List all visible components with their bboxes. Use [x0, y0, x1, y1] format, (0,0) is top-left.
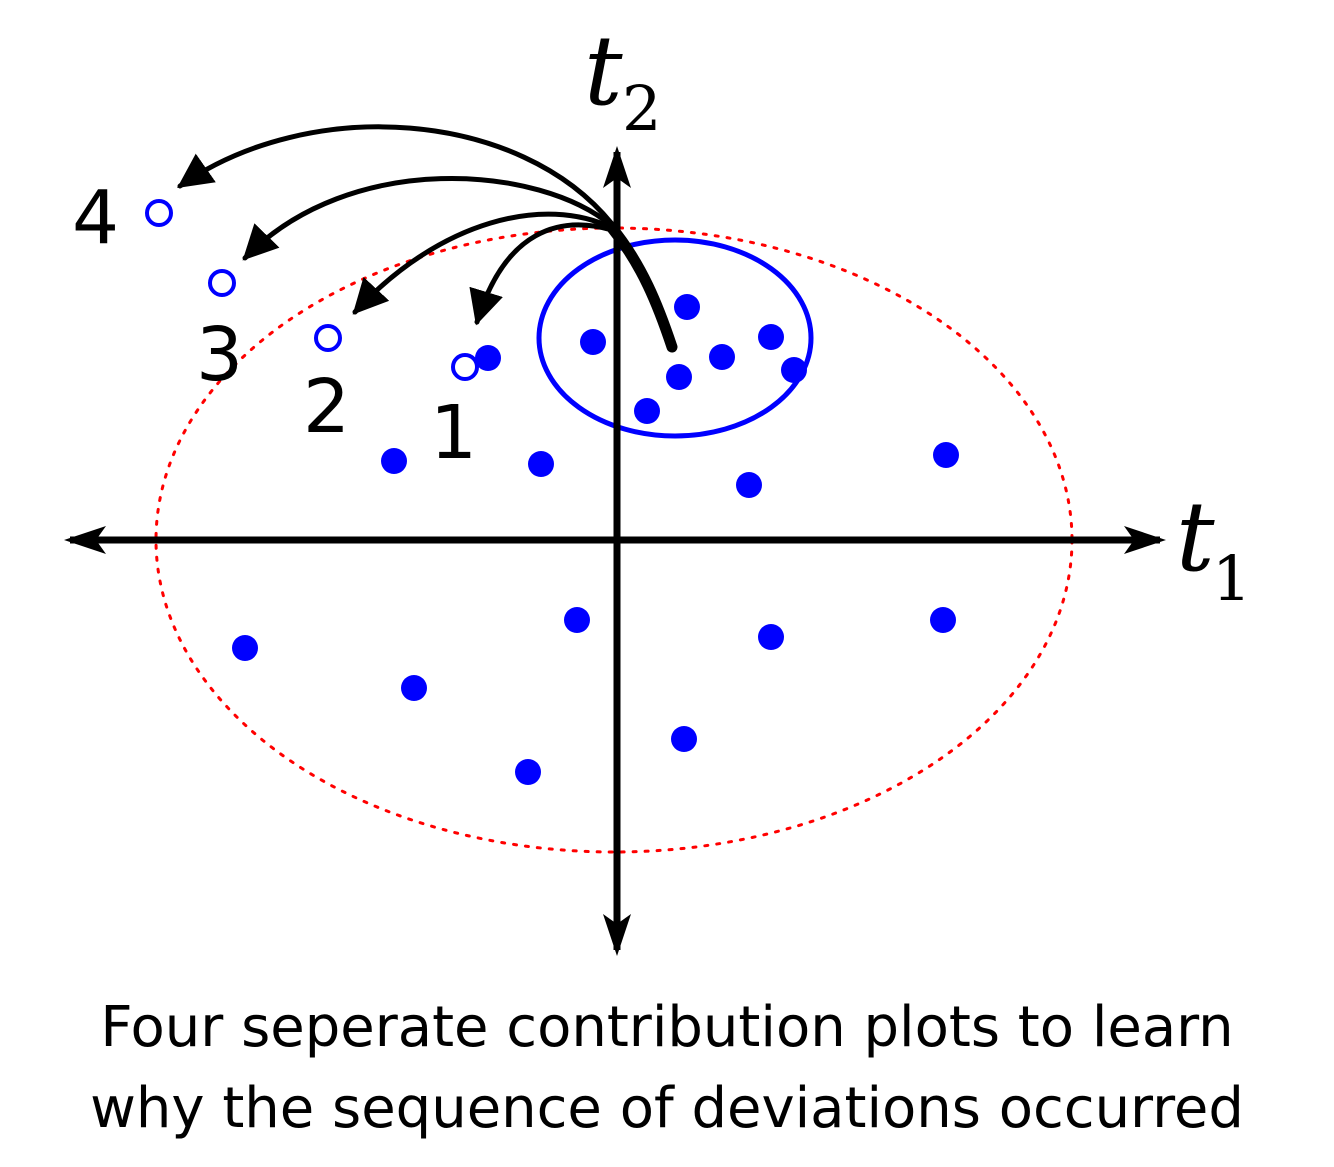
observation-point [674, 294, 700, 320]
sequence-label-2: 2 [303, 364, 350, 450]
caption-line-1: Four seperate contribution plots to lear… [100, 995, 1234, 1060]
arrow-to-1 [469, 222, 615, 326]
deviation-point-2 [314, 324, 342, 352]
arrow-to-2 [352, 211, 615, 315]
observation-point [634, 398, 660, 424]
deviation-arrows [177, 124, 678, 353]
observation-point [475, 345, 501, 371]
sequence-label-1: 1 [430, 390, 477, 476]
sequence-label-3: 3 [196, 312, 243, 398]
observation-point [580, 329, 606, 355]
t2-axis-label: t 2 [584, 15, 661, 145]
sequence-label-4: 4 [72, 175, 119, 261]
normal-cluster-ellipse [536, 237, 814, 439]
observation-point [381, 448, 407, 474]
observation-point [758, 324, 784, 350]
t2-axis [603, 146, 631, 956]
observation-point [781, 357, 807, 383]
arrow-to-4 [177, 124, 615, 227]
svg-text:t: t [1176, 481, 1215, 593]
observation-point [930, 607, 956, 633]
caption-line-2: why the sequence of deviations occurred [90, 1076, 1244, 1141]
observation-point [232, 635, 258, 661]
arrow-to-3 [242, 175, 615, 261]
observation-point [528, 451, 554, 477]
svg-text:1: 1 [1212, 542, 1251, 615]
observation-point [564, 607, 590, 633]
deviation-point-3 [208, 269, 236, 297]
deviation-point-4 [145, 199, 173, 227]
svg-text:2: 2 [622, 72, 661, 145]
observation-point [758, 624, 784, 650]
observation-point [671, 726, 697, 752]
t1-axis-label: t 1 [1176, 481, 1251, 615]
observation-point [709, 344, 735, 370]
deviation-point-1 [451, 353, 479, 381]
observation-point [401, 675, 427, 701]
observation-point [515, 759, 541, 785]
observation-points [232, 294, 959, 785]
observation-point [736, 472, 762, 498]
observation-point [933, 442, 959, 468]
observation-point [666, 364, 692, 390]
deviation-points [145, 199, 479, 381]
svg-text:t: t [584, 15, 623, 127]
score-plot: t 2 t 1 [64, 15, 1251, 956]
main-trajectory-stroke [606, 222, 678, 353]
